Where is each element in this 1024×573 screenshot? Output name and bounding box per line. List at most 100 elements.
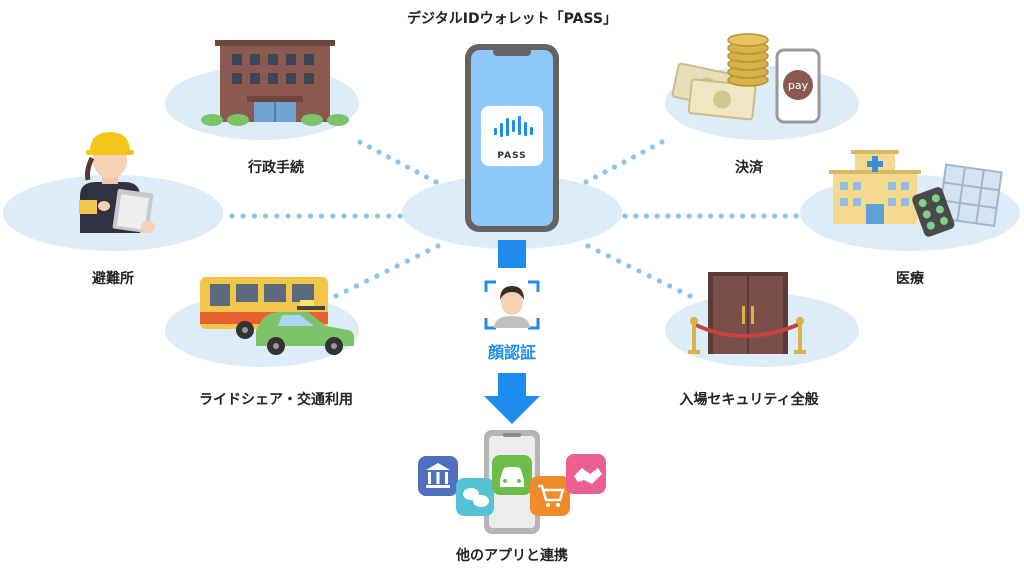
connector-dot (585, 243, 591, 249)
connector-dot (425, 248, 431, 254)
connector-dot (366, 144, 373, 150)
connector-dot (385, 154, 392, 160)
shelter-worker-illustration (79, 132, 155, 234)
connector-dot (675, 213, 682, 219)
connector-dot (611, 164, 618, 170)
connector-dot (665, 213, 671, 219)
connector-dot (643, 213, 650, 219)
connector-dot (750, 213, 756, 219)
connector-dot (605, 253, 612, 259)
connector-dot (654, 213, 660, 219)
connector-dot (307, 213, 313, 219)
connector-dot (263, 213, 269, 219)
connector-dot (729, 213, 735, 219)
connector-dot (621, 159, 627, 165)
connector-dot (740, 213, 746, 219)
connector-dot (229, 213, 235, 219)
label-medical: 医療 (896, 271, 924, 287)
connector-dot (659, 139, 665, 145)
connector-dot (319, 213, 325, 219)
connector-square (498, 240, 526, 268)
connector-dot (626, 263, 632, 269)
connector-dot (404, 164, 411, 170)
pay-badge-text: pay (788, 79, 809, 92)
connector-dot (583, 179, 589, 185)
connector-dot (616, 258, 622, 264)
connector-dot (333, 293, 339, 299)
connector-dot (718, 213, 724, 219)
connector-dot (592, 174, 599, 180)
connector-dot (622, 213, 628, 219)
connector-dot (352, 213, 358, 219)
connector-dot (646, 273, 652, 279)
connector-dot (415, 253, 421, 259)
connector-dot (395, 159, 401, 165)
connector-dot (602, 169, 608, 175)
connector-dot (656, 278, 663, 284)
connector-dot (240, 213, 246, 219)
connector-dot (357, 139, 363, 145)
connector-dot (404, 258, 410, 264)
connector-dot (630, 154, 637, 160)
connector-dot (761, 213, 767, 219)
connector-dot (397, 213, 403, 219)
connector-dot (363, 213, 369, 219)
connector-dot (677, 288, 683, 294)
pass-phone: PASS (465, 44, 559, 232)
connector-dot (649, 144, 656, 150)
down-arrow (484, 373, 540, 424)
connector-dot (414, 169, 420, 175)
connector-dot (697, 213, 703, 219)
connector-dot (793, 213, 799, 219)
connector-dot (394, 263, 400, 269)
connector-dot (353, 283, 359, 289)
label-security: 入場セキュリティ全般 (679, 392, 819, 408)
connector-dot (374, 273, 380, 279)
payment-illustration: pay (671, 33, 821, 124)
pass-logo-mark (494, 116, 533, 137)
connector-dot (251, 213, 257, 219)
connector-dot (772, 213, 778, 219)
pass-logo-tile (481, 106, 543, 166)
connector-dot (633, 213, 639, 219)
connector-dot (375, 213, 381, 219)
label-rideshare: ライドシェア・交通利用 (199, 392, 353, 408)
connector-dot (433, 179, 439, 185)
connector-dot (782, 213, 788, 219)
connector-dot (595, 248, 601, 254)
connector-dot (636, 268, 642, 274)
connector-dot (686, 213, 692, 219)
connector-dot (341, 213, 347, 219)
diagram-title: デジタルIDウォレット「PASS」 (407, 11, 617, 27)
connector-dot (687, 293, 693, 299)
shopping-cart-app-icon (530, 476, 570, 516)
connector-dot (640, 149, 646, 155)
label-payment: 決済 (735, 160, 763, 176)
government-building-illustration (201, 40, 349, 126)
connector-dot (330, 213, 336, 219)
label-face-auth: 顔認証 (487, 343, 537, 362)
connector-lines (229, 139, 799, 299)
pass-logo-text: PASS (497, 151, 526, 161)
connector-dot (667, 283, 673, 289)
medical-illustration (829, 150, 1003, 237)
connector-dot (285, 213, 291, 219)
connector-dot (274, 213, 280, 219)
connector-dot (343, 288, 349, 294)
label-shelter: 避難所 (92, 271, 134, 287)
connector-dot (435, 243, 441, 249)
bus-taxi-illustration (200, 277, 354, 355)
connector-dot (707, 213, 714, 219)
connector-dot (296, 213, 302, 219)
connector-dot (423, 174, 430, 180)
connector-dot (364, 278, 370, 284)
security-gate-illustration (688, 272, 806, 354)
connector-dot (376, 149, 382, 155)
face-scan-illustration (484, 280, 540, 330)
other-apps-illustration (418, 430, 606, 534)
connector-dot (384, 268, 390, 274)
label-government: 行政手続 (248, 160, 304, 176)
connector-dot (386, 213, 392, 219)
label-other-apps: 他のアプリと連携 (456, 548, 568, 564)
